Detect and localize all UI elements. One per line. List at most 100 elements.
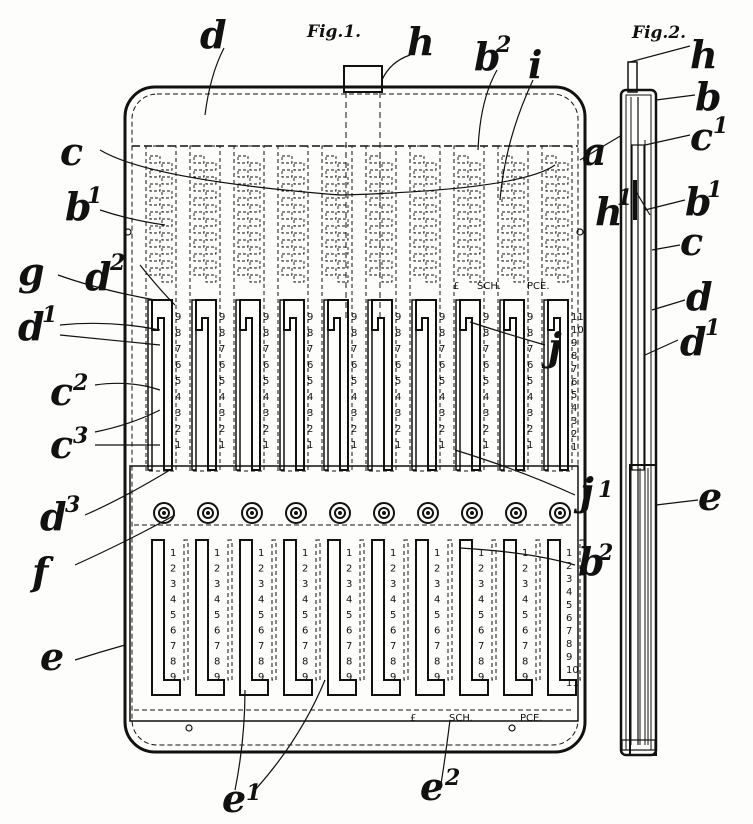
label-d3: d: [40, 494, 67, 539]
scale-digit: 4: [527, 392, 533, 403]
label-d3-sup: 3: [65, 492, 80, 518]
scale-digit: 7: [219, 344, 225, 355]
ladder-tooth: [457, 197, 469, 206]
ladder-tooth: [337, 232, 349, 241]
scale-digit: 2: [566, 561, 572, 572]
ladder-tooth: [237, 169, 249, 178]
ladder-tooth: [557, 232, 569, 241]
wheel-hub: [470, 511, 474, 515]
lower-slots-e1: 1234567891234567891234567891234567891234…: [151, 539, 585, 696]
ladder-tooth: [501, 253, 513, 262]
scale-digit: 7: [566, 626, 572, 637]
scale-digit: 5: [214, 610, 220, 621]
ladder-tooth: [249, 274, 261, 283]
scale-digit: 8: [175, 328, 181, 339]
ladder-tooth: [369, 239, 381, 248]
scale-digit: 4: [351, 392, 357, 403]
scale-digit: 1: [434, 548, 440, 559]
ladder-tooth: [325, 253, 337, 262]
label-j1: j: [573, 469, 594, 514]
ladder-tooth: [425, 274, 437, 283]
ladder-tooth: [249, 246, 261, 255]
scale-digit: 3: [175, 408, 181, 419]
ladder-tooth: [369, 197, 381, 206]
ladder-slide: [277, 145, 309, 472]
slot-rail: [499, 299, 505, 471]
scale-digit: 3: [214, 579, 220, 590]
scale-digit: 3: [258, 579, 264, 590]
lower-rail: [447, 539, 453, 681]
ladder-tooth: [193, 183, 205, 192]
ladder-tooth: [249, 176, 261, 185]
ladder-tooth: [205, 260, 217, 269]
scale-digit: 4: [483, 392, 489, 403]
label-j1-sup: 1: [598, 477, 613, 503]
ladder-tooth: [293, 204, 305, 213]
label-c2-sup: 2: [72, 370, 88, 396]
fig2-label-d: d: [686, 274, 713, 319]
ladder-tooth: [381, 218, 393, 227]
scale-digit: 6: [302, 626, 308, 637]
ladder-tooth: [457, 239, 469, 248]
scale-digit: 5: [219, 376, 225, 387]
scale-digit: 2: [263, 424, 269, 435]
scale-digit: 8: [566, 639, 572, 650]
scale-digit: 7: [175, 344, 181, 355]
scale-digit: 10: [566, 665, 579, 676]
scale-digit: 2: [478, 564, 484, 575]
ladder-tooth: [557, 260, 569, 269]
ladder-tooth: [469, 274, 481, 283]
ladder-tooth: [413, 253, 425, 262]
ladder-tooth: [193, 239, 205, 248]
scale-digit: 9: [219, 312, 225, 323]
ladder-tooth: [325, 267, 337, 276]
ladder-tooth: [457, 225, 469, 234]
scale-digit: 1: [395, 440, 401, 451]
label-e1: e: [222, 776, 246, 821]
screw-left: [185, 724, 193, 732]
ladder-tooth: [281, 155, 293, 164]
ladder-tooth: [149, 155, 161, 164]
ladder-slide: [365, 145, 397, 472]
scale-digit: 1: [483, 440, 489, 451]
lower-rail: [359, 539, 365, 681]
scale-digit: 4: [175, 392, 181, 403]
scale-digit: 6: [346, 626, 352, 637]
scale-digit: 4: [566, 587, 572, 598]
scale-digit: 2: [527, 424, 533, 435]
scale-digit: 1: [214, 548, 220, 559]
scale-digit: 7: [478, 641, 484, 652]
scale-digit: 5: [566, 600, 572, 611]
scale-digit: 8: [219, 328, 225, 339]
col-head-pence: PCE.: [527, 281, 550, 292]
wheel-outer: [285, 502, 307, 524]
scale-digit: 1: [351, 440, 357, 451]
ladder-tooth: [205, 232, 217, 241]
scale-digit: 2: [170, 564, 176, 575]
scale-digit: 6: [175, 360, 181, 371]
scale-digit: 9: [175, 312, 181, 323]
label-c2: c: [50, 369, 73, 414]
ladder-tooth: [469, 162, 481, 171]
scale-digit: 8: [527, 328, 533, 339]
fig2-slide-c1: [631, 144, 645, 471]
scale-digit: 4: [307, 392, 313, 403]
ladder-tooth: [281, 169, 293, 178]
lower-slot: [503, 539, 533, 696]
scale-digit: 3: [390, 579, 396, 590]
fig2-label-h1: h: [595, 189, 623, 234]
lower-rail: [403, 539, 409, 681]
lower-rail: [315, 539, 321, 681]
lower-slot: [239, 539, 269, 696]
ladder-tooth: [369, 183, 381, 192]
ladder-tooth: [381, 232, 393, 241]
ladder-tooth: [325, 197, 337, 206]
scale-digit: 1: [571, 442, 577, 453]
ladder-tooth: [325, 211, 337, 220]
scale-digit: 6: [214, 626, 220, 637]
ladder-tooth: [237, 239, 249, 248]
ladder-tooth: [381, 274, 393, 283]
ladder-tooth: [237, 253, 249, 262]
screw-right: [508, 724, 516, 732]
ladder-tooth: [193, 211, 205, 220]
